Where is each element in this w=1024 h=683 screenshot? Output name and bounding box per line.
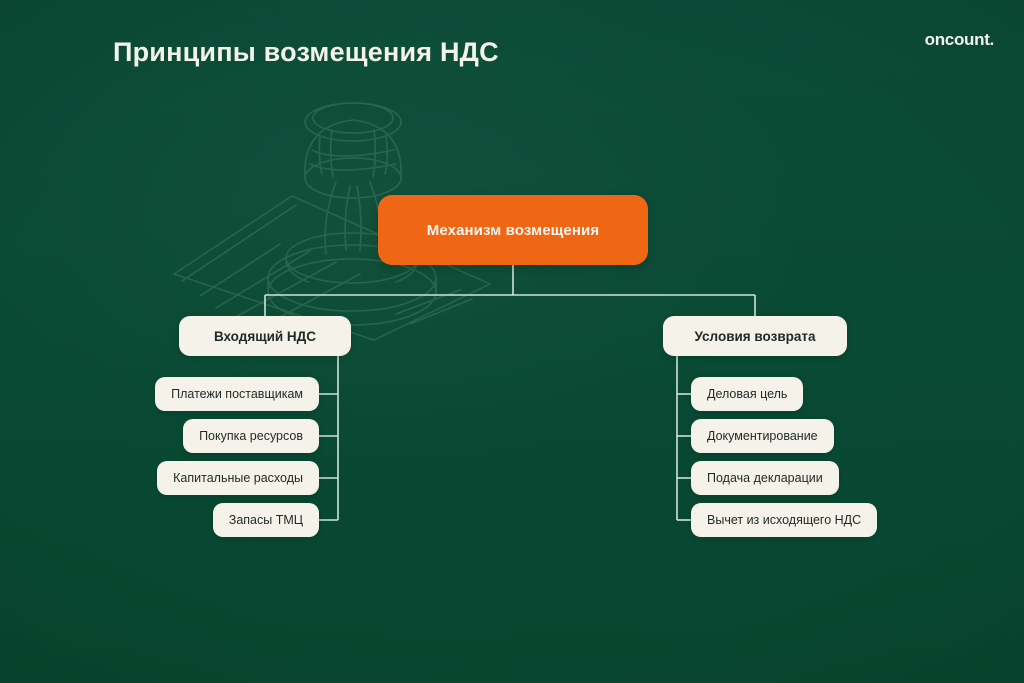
node-leaf-left-4[interactable]: Запасы ТМЦ [212,503,319,537]
node-leaf-left-1[interactable]: Платежи поставщикам [155,377,319,411]
page-title: Принципы возмещения НДС [113,37,499,67]
node-branch-input-vat[interactable]: Входящий НДС [179,316,351,356]
node-leaf-right-4[interactable]: Вычет из исходящего НДС [691,503,878,537]
node-leaf-right-2[interactable]: Документирование [691,419,834,453]
node-root-mechanism[interactable]: Механизм возмещения [378,195,648,265]
node-leaf-left-3[interactable]: Капитальные расходы [157,461,319,495]
node-leaf-right-1[interactable]: Деловая цель [691,377,804,411]
node-branch-refund-conditions[interactable]: Условия возврата [663,316,847,356]
brand-logo: oncount. [924,30,995,49]
node-leaf-left-2[interactable]: Покупка ресурсов [183,419,319,453]
node-leaf-right-3[interactable]: Подача декларации [691,461,839,495]
